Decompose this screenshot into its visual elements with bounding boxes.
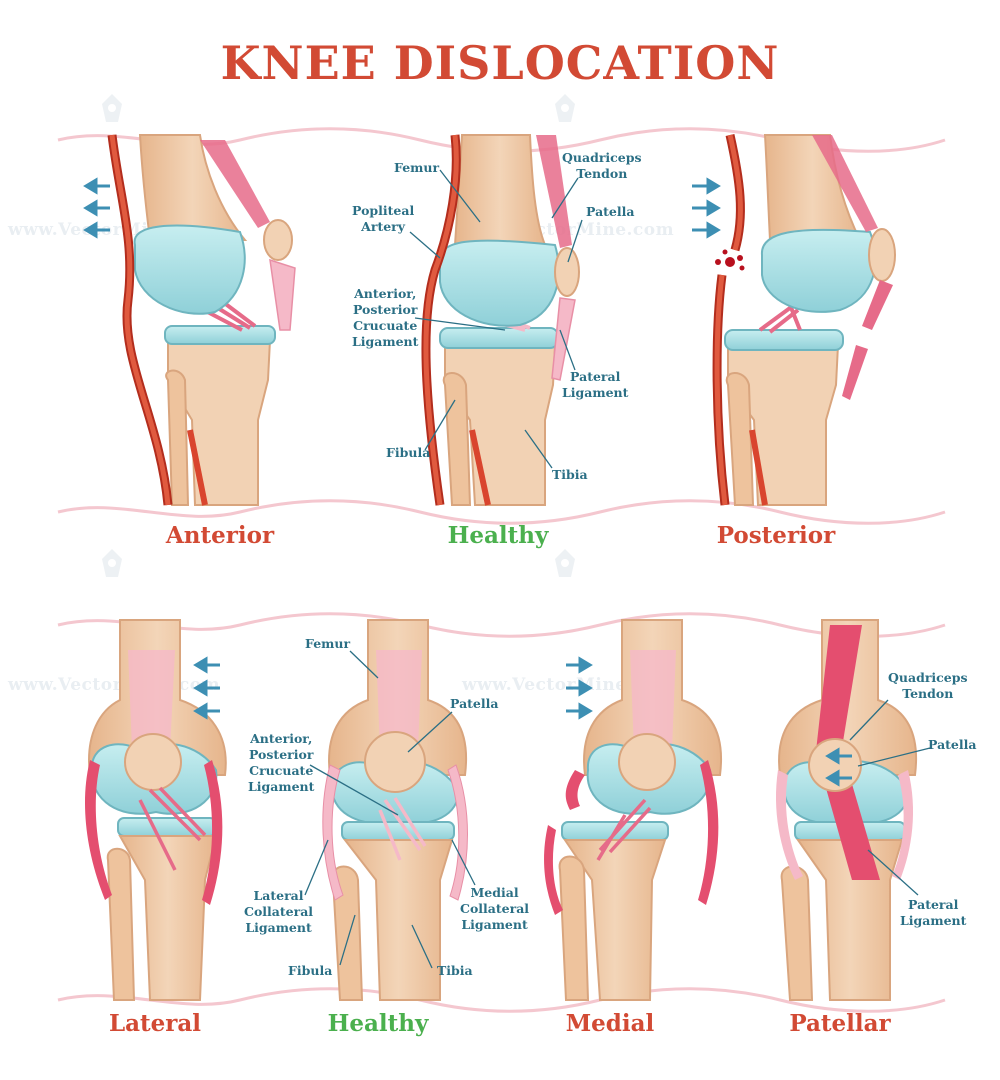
- caption-medial: Medial: [565, 1010, 655, 1037]
- watermark-logo-icon: [102, 549, 122, 577]
- page-title: KNEE DISLOCATION: [220, 36, 780, 90]
- watermark-text: www.VectorMine.com: [462, 675, 675, 695]
- watermark-logo-icon: [102, 94, 122, 122]
- label-tibia-bottom: Tibia: [437, 963, 473, 978]
- watermark-logo-icon: [555, 549, 575, 577]
- label-femur-bottom: Femur: [305, 636, 351, 651]
- label-popliteal-artery: Popliteal Artery: [352, 203, 415, 234]
- knee-healthy-side: [409, 134, 583, 506]
- label-fibula-top: Fibula: [386, 445, 431, 460]
- label-patella-bottom: Patella: [450, 696, 499, 711]
- knee-anterior: [83, 134, 296, 506]
- caption-patellar: Patellar: [789, 1010, 891, 1037]
- label-pateral-top: Pateral Ligament: [562, 369, 629, 400]
- label-patella-patellar: Patella: [928, 737, 977, 752]
- caption-lateral: Lateral: [108, 1010, 202, 1037]
- label-fibula-bottom: Fibula: [288, 963, 333, 978]
- label-femur-top: Femur: [394, 160, 440, 175]
- label-pateral-bottom: Pateral Ligament: [900, 897, 967, 928]
- label-medial-collateral: Medial Collateral Ligament: [460, 885, 530, 932]
- label-cruciate-bottom: Anterior, Posterior Crucuate Ligament: [248, 731, 315, 794]
- label-cruciate-top: Anterior, Posterior Crucuate Ligament: [352, 286, 419, 349]
- knee-posterior: [692, 134, 896, 506]
- knee-medial: [544, 619, 722, 1001]
- caption-healthy-top: Healthy: [447, 522, 549, 549]
- caption-anterior: Anterior: [165, 522, 275, 549]
- knee-healthy-front: [304, 619, 476, 1001]
- label-lateral-collateral: Lateral Collateral Ligament: [244, 888, 314, 935]
- watermark-logo-icon: [555, 94, 575, 122]
- caption-posterior: Posterior: [716, 522, 836, 549]
- label-quadriceps-top: Quadriceps Tendon: [562, 150, 642, 181]
- label-patella-top: Patella: [586, 204, 635, 219]
- label-tibia-top: Tibia: [552, 467, 588, 482]
- knee-patellar: [775, 619, 931, 1001]
- caption-healthy-bottom: Healthy: [327, 1010, 429, 1037]
- label-quadriceps-bottom: Quadriceps Tendon: [888, 670, 968, 701]
- knee-lateral: [85, 619, 227, 1001]
- blood-drops: [715, 249, 745, 271]
